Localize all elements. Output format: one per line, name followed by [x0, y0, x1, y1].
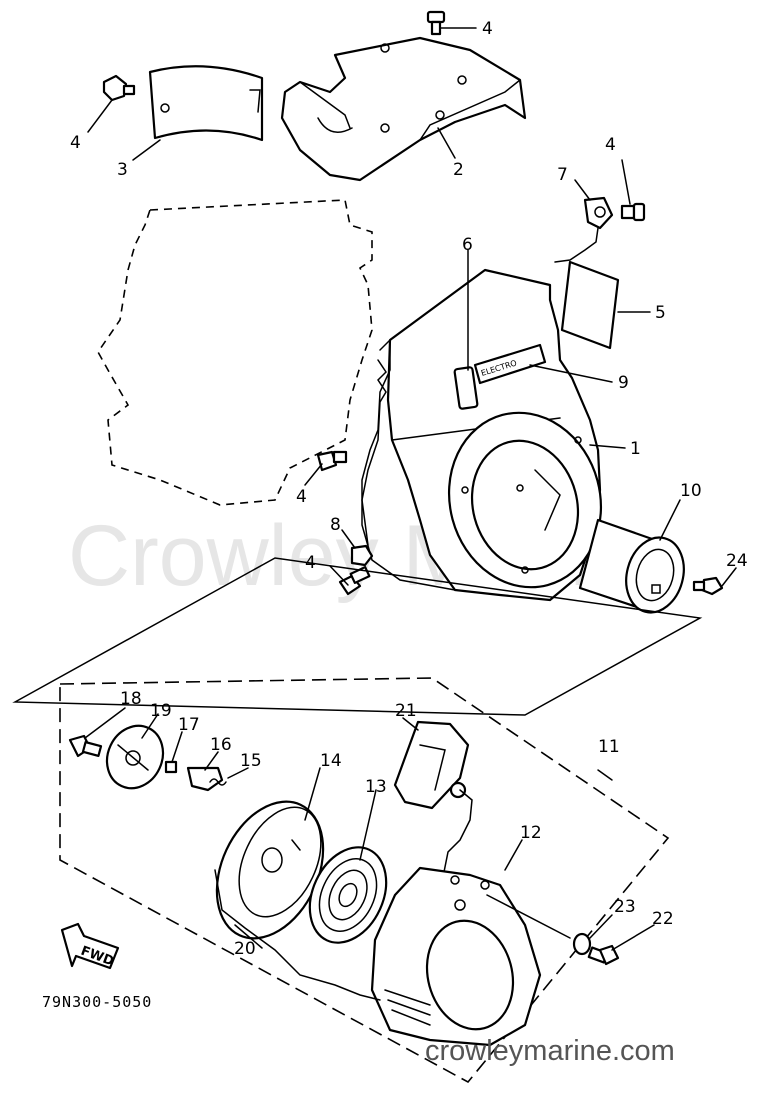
- shroud-hole: [380, 123, 390, 133]
- nut-icon: [350, 544, 374, 567]
- fwd-arrow-icon: FWD: [60, 922, 120, 969]
- part-label-22: 22: [652, 909, 674, 929]
- part-label-10: 10: [680, 481, 702, 501]
- drawing-code: 79N300-5050: [42, 993, 152, 1011]
- part-label-24: 24: [726, 551, 748, 571]
- plate-hole: [160, 103, 170, 113]
- part-label-1: 1: [630, 439, 641, 459]
- emblem-badge: [453, 366, 479, 410]
- decal-label: [473, 343, 547, 385]
- shroud-edge-line: [419, 79, 521, 141]
- housing-flange-line: [361, 338, 456, 591]
- part-label-4: 4: [482, 19, 493, 39]
- shroud-curve-line: [317, 117, 353, 133]
- site-url-text: crowleymarine.com: [425, 1035, 675, 1067]
- part-label-18: 18: [120, 689, 142, 709]
- part-label-9: 9: [618, 373, 629, 393]
- part-label-4: 4: [605, 135, 616, 155]
- part-label-11: 11: [598, 737, 620, 757]
- part-label-2: 2: [453, 160, 464, 180]
- ratchet-pawl: [186, 766, 224, 792]
- part-label-6: 6: [462, 235, 473, 255]
- part-label-8: 8: [330, 515, 341, 535]
- part-label-21: 21: [395, 701, 417, 721]
- gasket-plate: [560, 260, 620, 350]
- drive-plate: [105, 724, 165, 790]
- recoil-spring: [308, 846, 388, 944]
- bolt-icon: [316, 450, 348, 472]
- bolt-icon: [426, 10, 446, 36]
- washer-icon: [572, 932, 592, 956]
- bolt-icon: [620, 202, 646, 222]
- bolt-icon: [102, 74, 136, 102]
- part-label-3: 3: [117, 160, 128, 180]
- screen-cylinder: [578, 518, 685, 614]
- side-cover-plate: [148, 65, 264, 142]
- part-label-4: 4: [70, 133, 81, 153]
- part-label-7: 7: [557, 165, 568, 185]
- pawl-spring: [209, 778, 227, 786]
- top-shroud-cover: [280, 36, 527, 182]
- starter-rope: [214, 869, 381, 1001]
- shroud-hole: [380, 43, 390, 53]
- part-label-15: 15: [240, 751, 262, 771]
- assembly-relation-lines: [12, 557, 703, 716]
- part-label-16: 16: [210, 735, 232, 755]
- clip-wire: [361, 359, 387, 546]
- part-label-20: 20: [234, 939, 256, 959]
- part-label-23: 23: [614, 897, 636, 917]
- part-label-5: 5: [655, 303, 666, 323]
- bolt-icon: [338, 565, 371, 596]
- part-label-4: 4: [296, 487, 307, 507]
- part-label-17: 17: [178, 715, 200, 735]
- bolt-icon: [692, 576, 724, 596]
- small-pin: [164, 760, 178, 774]
- shroud-hole: [457, 75, 467, 85]
- housing-opening-inner: [470, 439, 580, 571]
- part-label-13: 13: [365, 777, 387, 797]
- part-label-14: 14: [320, 751, 342, 771]
- engine-block-outline: [97, 199, 373, 506]
- plate-tab: [249, 89, 261, 113]
- bolt-icon: [587, 944, 620, 966]
- part-label-12: 12: [520, 823, 542, 843]
- housing-inner-detail: [534, 469, 561, 531]
- shroud-fold-line: [299, 81, 351, 129]
- part-label-4: 4: [305, 553, 316, 573]
- starter-case: [370, 866, 542, 1047]
- leader-lines: [84, 27, 737, 951]
- part-label-19: 19: [150, 701, 172, 721]
- bolt-icon: [68, 734, 103, 758]
- shroud-hole: [435, 110, 445, 120]
- bracket-icon: [554, 196, 614, 263]
- starter-handle: [393, 720, 470, 810]
